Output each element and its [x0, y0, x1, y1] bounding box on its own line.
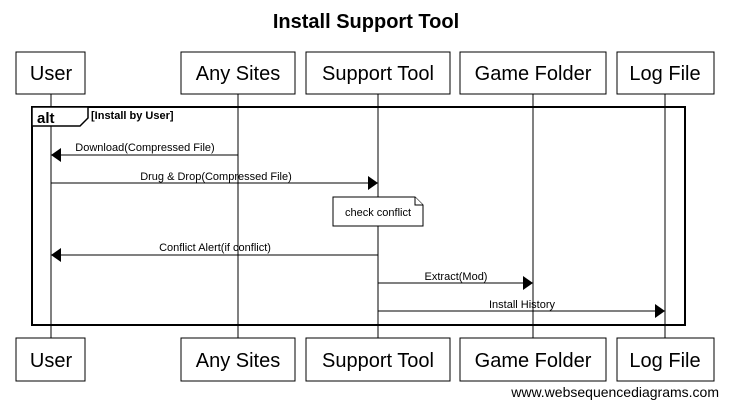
actor-label: Support Tool: [322, 63, 434, 85]
actor-game-folder-top: Game Folder: [459, 51, 607, 95]
actor-any-sites-bottom: Any Sites: [180, 337, 296, 382]
actor-support-tool-bottom: Support Tool: [305, 337, 451, 382]
actor-label: Game Folder: [475, 63, 592, 85]
alt-keyword: alt: [37, 110, 55, 127]
message-label-conflict-alert: Conflict Alert(if conflict): [159, 242, 271, 254]
note-box: [332, 196, 424, 227]
note-fold: [414, 197, 423, 206]
messages: Download(Compressed File) Drug & Drop(Co…: [51, 142, 665, 318]
note-text: check conflict: [345, 207, 411, 219]
diagram-title: Install Support Tool: [273, 11, 459, 33]
actor-label: User: [30, 350, 73, 372]
actor-label: Any Sites: [196, 350, 280, 372]
actor-support-tool-top: Support Tool: [305, 51, 451, 95]
watermark: www.websequencediagrams.com: [510, 384, 719, 400]
actor-label: Any Sites: [196, 63, 280, 85]
actor-label: Log File: [629, 350, 700, 372]
actor-log-file-top: Log File: [616, 51, 715, 95]
actor-user-top: User: [15, 51, 86, 95]
alt-fragment: alt [Install by User]: [31, 106, 686, 326]
message-label-install-history: Install History: [489, 299, 556, 311]
actor-label: Game Folder: [475, 350, 592, 372]
actors-bottom: User Any Sites Support Tool Game Folder …: [15, 337, 715, 382]
message-label-drug-drop: Drug & Drop(Compressed File): [140, 171, 292, 183]
alt-frame: [31, 106, 686, 326]
actor-any-sites-top: Any Sites: [180, 51, 296, 95]
actors-top: User Any Sites Support Tool Game Folder …: [15, 51, 715, 95]
actor-log-file-bottom: Log File: [616, 337, 715, 382]
actor-label: Support Tool: [322, 350, 434, 372]
alt-condition: [Install by User]: [91, 110, 174, 122]
note-check-conflict: check conflict: [332, 196, 424, 227]
actor-label: User: [30, 63, 73, 85]
message-label-download: Download(Compressed File): [75, 142, 214, 154]
actor-user-bottom: User: [15, 337, 86, 382]
actor-label: Log File: [629, 63, 700, 85]
actor-game-folder-bottom: Game Folder: [459, 337, 607, 382]
message-label-extract: Extract(Mod): [425, 271, 488, 283]
alt-tab: [31, 106, 89, 127]
